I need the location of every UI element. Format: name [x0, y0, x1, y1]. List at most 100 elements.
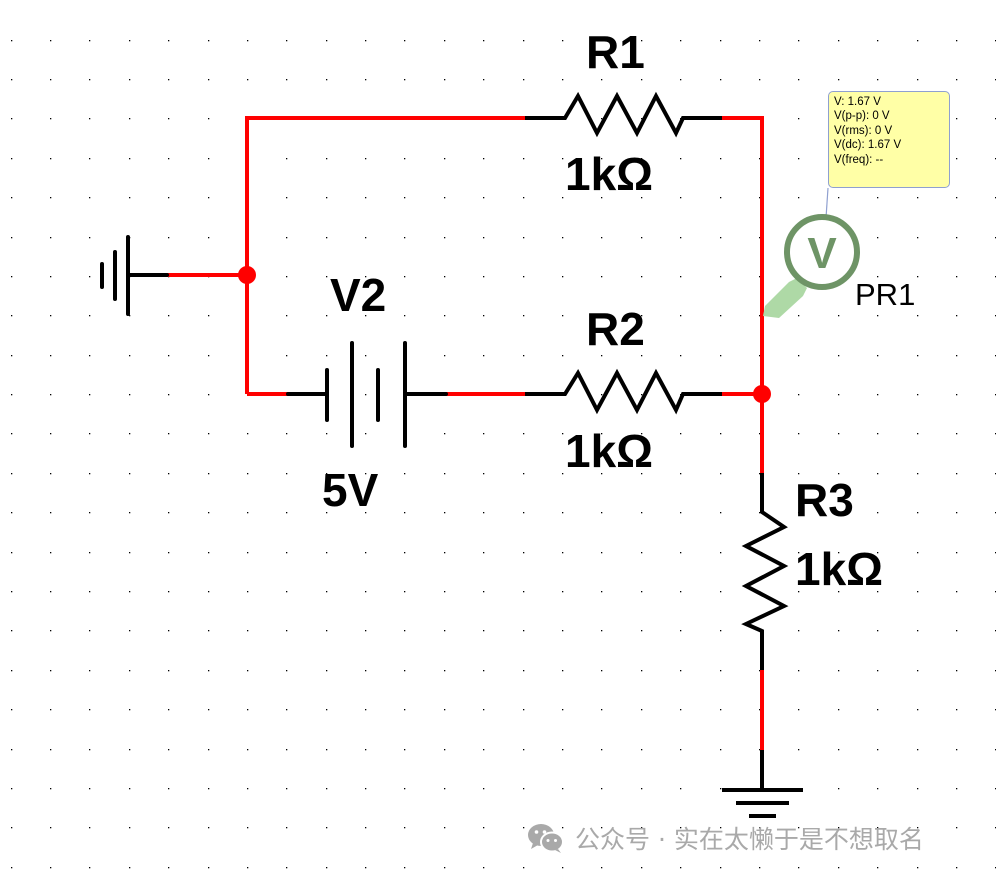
- grid-dot: [168, 158, 170, 160]
- grid-dot: [365, 276, 367, 278]
- grid-dot: [680, 276, 682, 278]
- grid-dot: [956, 867, 958, 869]
- grid-dot: [798, 552, 800, 554]
- grid-dot: [720, 79, 722, 81]
- grid-dot: [168, 237, 170, 239]
- grid-dot: [562, 197, 564, 199]
- grid-dot: [247, 827, 249, 829]
- probe-reading-vpp: V(p-p): 0 V: [834, 110, 890, 123]
- grid-dot: [326, 512, 328, 514]
- grid-dot: [129, 552, 131, 554]
- grid-dot: [680, 40, 682, 42]
- grid-dot: [483, 827, 485, 829]
- grid-dot: [838, 473, 840, 475]
- grid-dot: [641, 433, 643, 435]
- grid-dot: [680, 315, 682, 317]
- grid-dot: [89, 158, 91, 160]
- grid-dot: [404, 473, 406, 475]
- grid-dot: [956, 709, 958, 711]
- probe-reading-vfreq: V(freq): --: [834, 153, 884, 166]
- grid-dot: [365, 552, 367, 554]
- grid-dot: [720, 315, 722, 317]
- grid-dot: [208, 749, 210, 751]
- grid-dot: [208, 79, 210, 81]
- grid-dot: [247, 709, 249, 711]
- grid-dot: [11, 709, 13, 711]
- grid-dot: [838, 355, 840, 357]
- grid-dot: [404, 670, 406, 672]
- grid-dot: [562, 79, 564, 81]
- wire-r1-right[interactable]: [722, 116, 764, 394]
- grid-dot: [50, 276, 52, 278]
- battery-v2-icon[interactable]: [286, 341, 448, 448]
- grid-dot: [129, 867, 131, 869]
- grid-dot: [759, 749, 761, 751]
- grid-dot: [365, 237, 367, 239]
- grid-dot: [50, 709, 52, 711]
- grid-dot: [601, 79, 603, 81]
- grid-dot: [917, 276, 919, 278]
- grid-dot: [562, 591, 564, 593]
- ground-left-icon[interactable]: [100, 235, 169, 316]
- grid-dot: [562, 433, 564, 435]
- grid-dot: [89, 709, 91, 711]
- junction-right: [753, 385, 771, 403]
- resistor-r1-icon[interactable]: [525, 91, 722, 138]
- grid-dot: [50, 788, 52, 790]
- probe-leader-line: [825, 187, 829, 219]
- grid-dot: [917, 355, 919, 357]
- grid-dot: [523, 276, 525, 278]
- grid-dot: [877, 630, 879, 632]
- grid-dot: [956, 40, 958, 42]
- grid-dot: [286, 433, 288, 435]
- grid-dot: [286, 709, 288, 711]
- grid-dot: [404, 237, 406, 239]
- grid-dot: [483, 433, 485, 435]
- grid-dot: [562, 237, 564, 239]
- grid-dot: [168, 433, 170, 435]
- grid-dot: [877, 394, 879, 396]
- grid-dot: [877, 355, 879, 357]
- grid-dot: [562, 670, 564, 672]
- grid-dot: [129, 670, 131, 672]
- grid-dot: [680, 552, 682, 554]
- grid-dot: [838, 591, 840, 593]
- grid-dot: [50, 552, 52, 554]
- grid-dot: [50, 473, 52, 475]
- grid-dot: [956, 512, 958, 514]
- ground-bottom-icon[interactable]: [722, 750, 803, 818]
- grid-dot: [917, 197, 919, 199]
- grid-dot: [917, 552, 919, 554]
- resistor-r2-icon[interactable]: [525, 368, 722, 415]
- wire-top[interactable]: [245, 116, 525, 394]
- grid-dot: [50, 40, 52, 42]
- grid-dot: [50, 670, 52, 672]
- grid-dot: [759, 867, 761, 869]
- grid-dot: [11, 197, 13, 199]
- grid-dot: [286, 827, 288, 829]
- grid-dot: [838, 433, 840, 435]
- grid-dot: [680, 788, 682, 790]
- grid-dot: [680, 709, 682, 711]
- grid-dot: [601, 355, 603, 357]
- grid-dot: [208, 315, 210, 317]
- grid-dot: [247, 867, 249, 869]
- grid-dot: [208, 867, 210, 869]
- resistor-r3-icon[interactable]: [741, 473, 789, 670]
- voltage-probe-pr1[interactable]: V: [763, 187, 860, 318]
- grid-dot: [759, 40, 761, 42]
- grid-dot: [641, 237, 643, 239]
- grid-dot: [720, 433, 722, 435]
- grid-dot: [641, 473, 643, 475]
- grid-dot: [917, 512, 919, 514]
- grid-dot: [286, 40, 288, 42]
- grid-dot: [641, 709, 643, 711]
- grid-dot: [759, 276, 761, 278]
- grid-dot: [208, 394, 210, 396]
- grid-dot: [168, 355, 170, 357]
- grid-dot: [680, 473, 682, 475]
- grid-dot: [89, 591, 91, 593]
- grid-dot: [326, 670, 328, 672]
- grid-dot: [798, 827, 800, 829]
